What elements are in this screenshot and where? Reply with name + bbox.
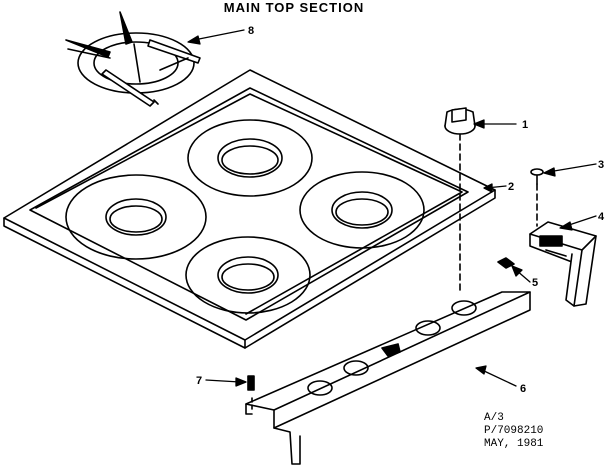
leader-3	[547, 163, 597, 173]
reference-block: A/3 P/7098210 MAY, 1981	[484, 412, 543, 451]
callout-8: 8	[248, 25, 254, 37]
diagram-title: MAIN TOP SECTION	[223, 0, 365, 15]
callout-4: 4	[598, 211, 605, 223]
burner-well-rear	[187, 119, 313, 197]
burner-well-front	[185, 236, 311, 314]
reference-line-2: P/7098210	[484, 425, 544, 437]
callout-5: 5	[532, 277, 538, 289]
burner-well-left	[65, 174, 207, 260]
callout-6: 6	[520, 383, 526, 395]
callout-2: 2	[508, 181, 514, 193]
reference-line-1: A/3	[484, 412, 504, 424]
leader-7	[205, 379, 241, 383]
burner-grate	[65, 11, 201, 107]
screw-small	[247, 375, 255, 391]
manifold-panel	[245, 291, 531, 465]
clip	[497, 257, 515, 269]
leader-8	[193, 29, 245, 41]
control-knob	[444, 107, 476, 135]
reference-line-3: MAY, 1981	[484, 438, 544, 450]
callout-1: 1	[522, 119, 528, 131]
end-bracket	[529, 221, 597, 307]
burner-well-right	[299, 171, 425, 249]
callout-7: 7	[196, 375, 202, 387]
callout-3: 3	[598, 159, 604, 171]
screw	[530, 168, 544, 185]
leader-6	[481, 369, 517, 387]
cooktop-panel	[3, 69, 496, 349]
